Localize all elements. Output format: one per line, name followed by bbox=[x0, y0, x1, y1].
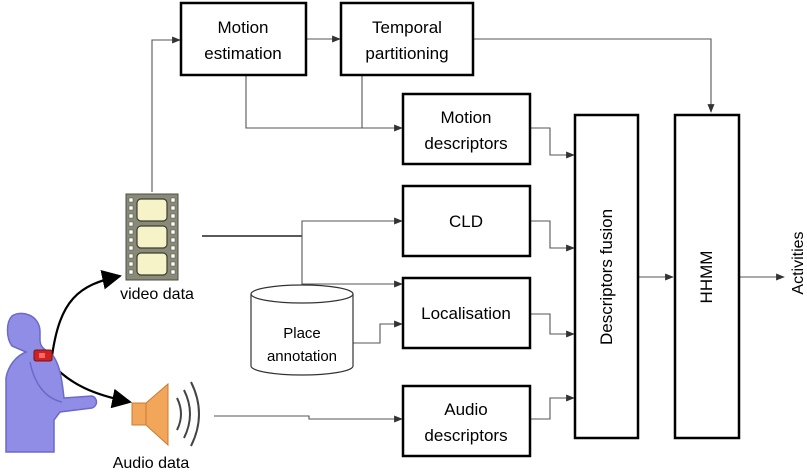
audio-descriptors-label-line1: Audio bbox=[444, 400, 487, 419]
temporal-partitioning-label-line1: Temporal bbox=[372, 18, 442, 37]
video-to-localisation-arrow bbox=[301, 236, 403, 288]
localisation-block: Localisation bbox=[401, 276, 532, 350]
motion-estimation-label-line1: Motion bbox=[217, 18, 268, 37]
cld-label: CLD bbox=[449, 212, 483, 231]
audio-descriptors-to-fusion-arrow bbox=[530, 394, 575, 420]
temporal-partitioning-block: Temporal partitioning bbox=[339, 1, 475, 77]
motion-descriptors-label-line2: descriptors bbox=[424, 134, 507, 153]
temporal-to-hhmm-arrow bbox=[473, 38, 715, 113]
audio-to-audio-descriptors-arrow bbox=[214, 415, 403, 423]
motion-estimation-to-motion-descriptors-arrow bbox=[245, 76, 403, 132]
hhmm-label: HHMM bbox=[697, 251, 716, 304]
film-strip-icon bbox=[125, 193, 179, 281]
camera-icon bbox=[33, 349, 53, 362]
connectors bbox=[49, 35, 785, 423]
motion-estimation-block: Motion estimation bbox=[179, 1, 308, 77]
person-icon bbox=[5, 312, 98, 453]
speaker-icon bbox=[131, 381, 200, 447]
camera-to-video-arrow bbox=[50, 270, 122, 357]
descriptors-fusion-block: Descriptors fusion bbox=[573, 113, 640, 440]
motion-descriptors-to-fusion-arrow bbox=[530, 127, 575, 159]
localisation-label: Localisation bbox=[421, 304, 511, 323]
hhmm-block: HHMM bbox=[673, 113, 741, 440]
place-annotation-label-line1: Place bbox=[283, 325, 321, 342]
place-annotation-label-line2: annotation bbox=[267, 348, 337, 365]
temporal-partitioning-label-line2: partitioning bbox=[365, 44, 448, 63]
motion-estimation-label-line2: estimation bbox=[204, 44, 281, 63]
activities-label: Activities bbox=[790, 231, 807, 294]
localisation-to-fusion-arrow bbox=[530, 313, 575, 338]
video-data-label: video data bbox=[120, 286, 194, 303]
motion-descriptors-label-line1: Motion bbox=[440, 108, 491, 127]
place-annotation-to-localisation-arrow bbox=[353, 320, 403, 344]
descriptors-fusion-label: Descriptors fusion bbox=[597, 209, 616, 345]
audio-descriptors-label-line2: descriptors bbox=[424, 426, 507, 445]
motion-descriptors-block: Motion descriptors bbox=[401, 92, 532, 166]
video-to-cld-arrow bbox=[301, 217, 403, 236]
cld-to-fusion-arrow bbox=[530, 220, 575, 252]
audio-descriptors-block: Audio descriptors bbox=[401, 384, 532, 458]
place-annotation-database-icon: Place annotation bbox=[250, 284, 354, 376]
audio-data-label: Audio data bbox=[113, 455, 190, 472]
video-to-motion-estimation-arrow bbox=[151, 36, 181, 192]
cld-block: CLD bbox=[401, 184, 532, 258]
